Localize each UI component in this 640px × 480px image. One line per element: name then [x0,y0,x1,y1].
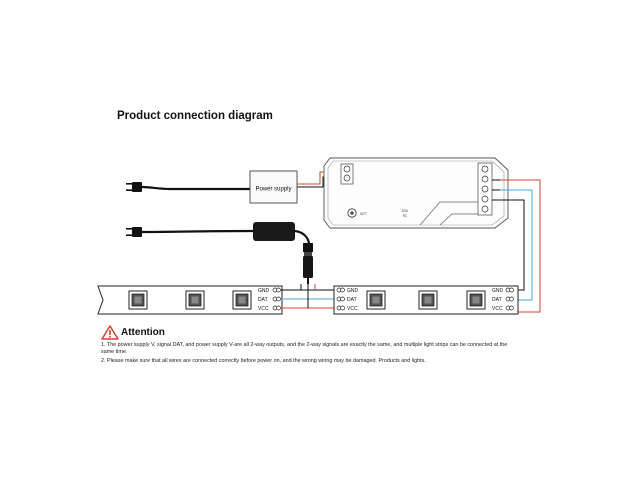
power-adapter [253,222,313,284]
controller-set-label: SET [360,212,368,216]
controller-output-wires [500,179,541,313]
ac-plug-1 [126,182,250,192]
attention-note-1: 1. The power supply V, signal DAT, and p… [101,342,508,355]
strip1-gnd-label: GND [258,288,270,294]
strip2-right-vcc-label: VCC [492,306,503,312]
attention-title: Attention [121,327,165,338]
strip2-left-vcc-label: VCC [347,306,358,312]
warning-triangle-icon [101,325,119,340]
attention-note-2: 2. Please make sure that all wires are c… [101,358,426,364]
strip1-dat-label: DAT [258,297,268,303]
attention-header: Attention [101,325,521,340]
strip2-right-gnd-label: GND [492,288,504,294]
attention-section: Attention 1. The power supply V, signal … [101,325,521,365]
power-supply-label: Power supply [255,187,291,193]
strip2-left-dat-label: DAT [347,297,357,303]
strip2-left-gnd-label: GND [347,288,359,294]
ac-plug-2 [126,227,254,237]
controller-digi-label: DIGI [402,209,409,213]
controller-rc-label: RC [403,214,408,218]
strip1-vcc-label: VCC [258,306,269,312]
strip-interconnect-wires [281,284,337,309]
strip2-right-dat-label: DAT [492,297,502,303]
page-title: Product connection diagram [117,110,273,122]
led-strip-1: GND DAT VCC [97,285,283,315]
controller-box: SET DIGI RC [323,157,509,229]
power-supply-box: Power supply [249,170,298,204]
led-strip-2: GND DAT VCC GND DAT VCC [333,285,519,315]
